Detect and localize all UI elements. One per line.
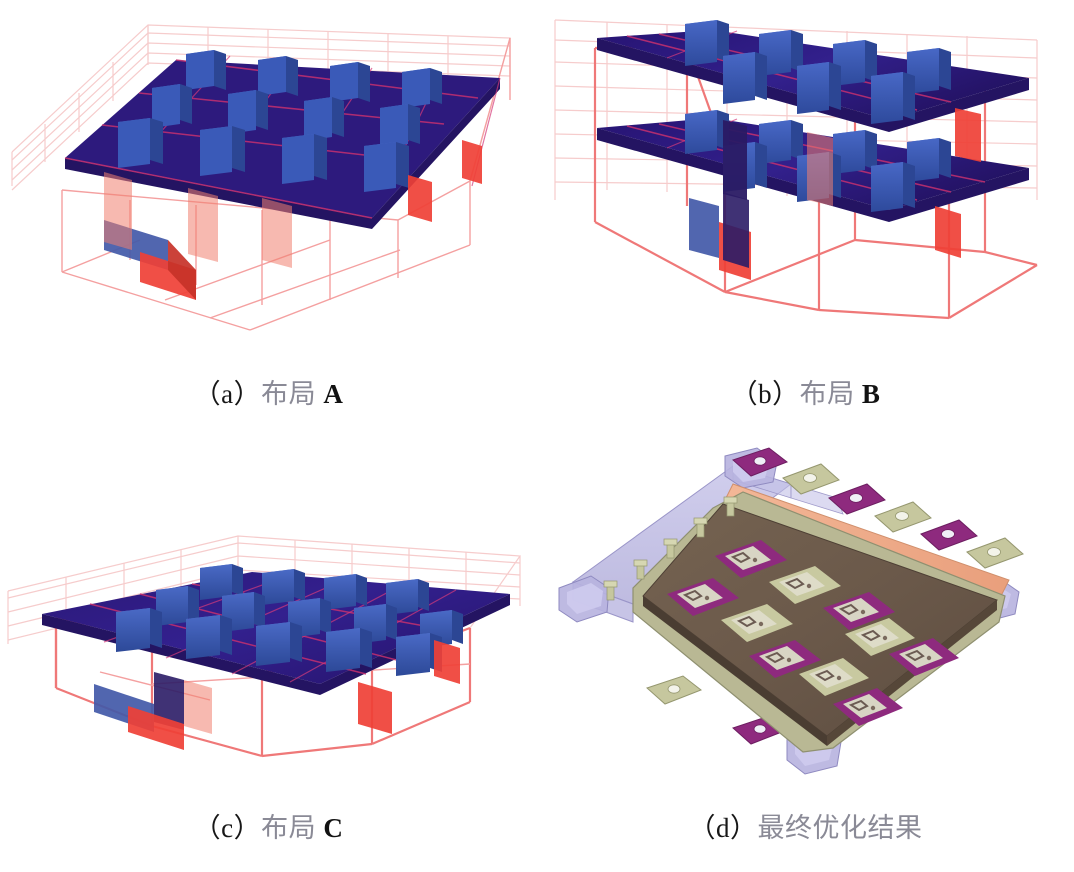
panel-b-caption-cn: 布局 <box>799 379 855 410</box>
fin-block <box>256 622 302 666</box>
panel-a-caption-cn: 布局 <box>261 379 317 410</box>
fin-block <box>304 97 344 141</box>
fin-block <box>386 579 429 615</box>
fin-blocks <box>116 564 463 676</box>
interlayer-plates <box>689 108 981 280</box>
hanging-plates <box>94 640 460 750</box>
fin-block <box>118 118 163 168</box>
housing-corner-boss <box>558 575 610 623</box>
die-pad-igbt <box>667 578 739 616</box>
fin-block <box>330 62 370 102</box>
panel-d: （d）最终优化结果 <box>537 436 1074 872</box>
panel-c-caption-latin: C <box>323 813 344 843</box>
fin-block <box>871 72 915 124</box>
hanging-plates <box>104 140 482 300</box>
die-pad-diode <box>799 658 869 696</box>
panel-b: （b）布局 B <box>537 0 1074 436</box>
fin-block <box>324 574 367 610</box>
wireframe-cage-right <box>469 37 511 245</box>
fin-block <box>116 608 162 652</box>
fin-block <box>326 628 372 672</box>
fin-block <box>380 104 420 148</box>
fin-block <box>262 569 305 605</box>
terminal-lug-purple <box>732 447 789 477</box>
terminal-lug-purple <box>920 519 978 551</box>
layout-c-svg <box>7 535 522 758</box>
terminal-lugs-top <box>732 447 1024 569</box>
panel-b-caption-tag: （b） <box>730 379 800 409</box>
die-pad-diode <box>721 604 793 642</box>
fin-block <box>200 564 243 600</box>
die-pads <box>667 540 959 726</box>
pin-post <box>603 580 618 601</box>
fin-block <box>186 50 226 90</box>
panel-b-caption-latin: B <box>861 379 881 409</box>
panel-c-caption-tag: （c） <box>193 813 262 843</box>
fin-blocks-upper <box>685 20 951 124</box>
panel-c-caption: （c）布局 C <box>0 806 537 845</box>
fin-block <box>258 56 298 96</box>
panel-a-caption-tag: （a） <box>193 379 262 409</box>
die-pad-diode <box>845 618 915 656</box>
die-pad-igbt <box>749 640 821 678</box>
die-pad-igbt <box>715 540 787 578</box>
housing-pin-posts <box>603 496 738 601</box>
fin-block <box>156 586 199 626</box>
3d-power-module-render <box>537 436 1074 796</box>
panel-c: （c）布局 C <box>0 436 537 872</box>
panel-a: （a）布局 A <box>0 0 537 436</box>
terminal-lug-olive <box>874 501 932 533</box>
fin-block <box>364 142 409 192</box>
fin-block <box>186 615 232 659</box>
layout-b-svg <box>554 19 1038 320</box>
fin-block <box>685 20 729 66</box>
fin-block <box>228 90 268 134</box>
fin-block <box>907 138 951 182</box>
panel-d-caption-cn: 最终优化结果 <box>757 813 923 844</box>
panel-b-caption: （b）布局 B <box>537 372 1074 411</box>
fin-blocks <box>118 50 442 192</box>
pin-post <box>723 496 738 517</box>
terminal-lug-olive <box>966 537 1024 569</box>
panel-c-caption-cn: 布局 <box>261 813 317 844</box>
terminal-lug-olive <box>646 675 703 705</box>
fin-block <box>152 84 192 128</box>
terminal-lug-olive <box>782 463 840 495</box>
die-pad-igbt <box>889 638 959 676</box>
fin-block <box>402 68 442 108</box>
fin-block <box>685 110 729 154</box>
fin-block <box>200 126 245 176</box>
panel-d-caption: （d）最终优化结果 <box>537 806 1074 845</box>
fin-block <box>871 162 915 212</box>
pin-post <box>663 538 678 559</box>
terminal-lug-purple <box>828 483 886 515</box>
panel-d-caption-tag: （d） <box>688 813 758 843</box>
die-pad-igbt <box>823 592 895 630</box>
pin-post <box>693 517 708 538</box>
3d-thermal-layout-a <box>0 0 537 360</box>
panel-a-caption-latin: A <box>323 379 344 409</box>
die-pad-diode <box>769 566 841 604</box>
fin-block <box>797 62 841 114</box>
layout-a-svg <box>11 24 511 331</box>
3d-thermal-layout-b <box>537 0 1074 360</box>
die-pad-igbt <box>833 688 903 726</box>
pin-post <box>633 559 648 580</box>
3d-thermal-layout-c <box>0 436 537 796</box>
fin-block <box>723 52 767 104</box>
panel-a-caption: （a）布局 A <box>0 372 537 411</box>
power-module-svg <box>558 447 1024 775</box>
fin-block <box>420 610 463 648</box>
fin-block <box>282 134 327 184</box>
